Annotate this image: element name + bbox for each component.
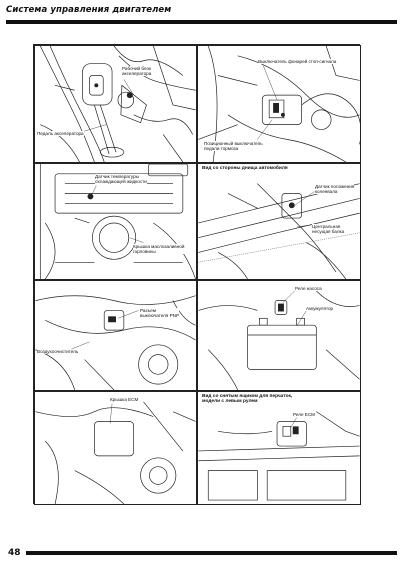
label-brake-position-switch: Позиционный выключатель педали тормоза xyxy=(204,141,263,152)
label-ecm-cover: Крышка ECM xyxy=(110,397,139,403)
label-accelerator-unit: Рабочий блок акселератора xyxy=(122,66,152,77)
underside-illustration xyxy=(198,183,360,279)
caption-glovebox-removed: Вид со снятым ящиком для перчаток, модел… xyxy=(202,394,293,405)
caption-underside-view: Вид со стороны днища автомобиля xyxy=(202,166,288,172)
panel-brake-switch: Выключатель фонарей стоп-сигнала Позицио… xyxy=(197,45,361,163)
label-crankshaft-sensor: Датчик положения коленвала xyxy=(315,184,355,195)
label-stop-lamp-switch: Выключатель фонарей стоп-сигнала xyxy=(258,59,337,65)
footer-rule xyxy=(26,551,397,555)
label-battery: Аккумулятор xyxy=(306,306,334,312)
engine-top-illustration xyxy=(39,164,196,279)
ecm-cover-illustration xyxy=(35,401,196,504)
battery-illustration xyxy=(198,290,360,390)
page-number: 48 xyxy=(8,548,21,558)
panel-accelerator: Рабочий блок акселератора Педаль акселер… xyxy=(34,45,197,163)
accelerator-illustration xyxy=(39,46,196,162)
brake-switch-illustration xyxy=(198,46,360,162)
panel-pump-relay: Реле насоса Аккумулятор xyxy=(197,280,361,391)
pnp-illustration xyxy=(35,295,196,390)
panel-crankshaft-sensor: Вид со стороны днища автомобиля Датчик п… xyxy=(197,163,361,280)
label-coolant-temp-sensor: Датчик температуры охлаждающей жидкости xyxy=(95,174,147,185)
panel-ecm-relay: Вид со снятым ящиком для перчаток, модел… xyxy=(197,391,361,505)
label-pnp-connector: Разъем выключателя PNP xyxy=(140,308,180,319)
panel-ecm-cover: Крышка ECM xyxy=(34,391,197,505)
label-air-cleaner: Воздухоочиститель xyxy=(37,349,79,355)
header-title: Система управления двигателем xyxy=(6,5,172,15)
header-rule xyxy=(6,20,397,24)
label-ecm-relay: Реле ECM xyxy=(293,412,315,418)
ecm-relay-illustration xyxy=(198,411,360,501)
label-center-member: Центральная несущая балка xyxy=(312,224,345,235)
panel-pnp-switch: Разъем выключателя PNP Воздухоочиститель xyxy=(34,280,197,391)
panel-coolant-sensor: Датчик температуры охлаждающей жидкости … xyxy=(34,163,197,280)
label-pump-relay: Реле насоса xyxy=(295,286,322,292)
label-oil-filler-cap: Крышка маслозаливной горловины xyxy=(133,244,185,255)
label-accelerator-pedal: Педаль акселератора xyxy=(37,131,84,137)
figure-grid: Рабочий блок акселератора Педаль акселер… xyxy=(33,44,361,505)
